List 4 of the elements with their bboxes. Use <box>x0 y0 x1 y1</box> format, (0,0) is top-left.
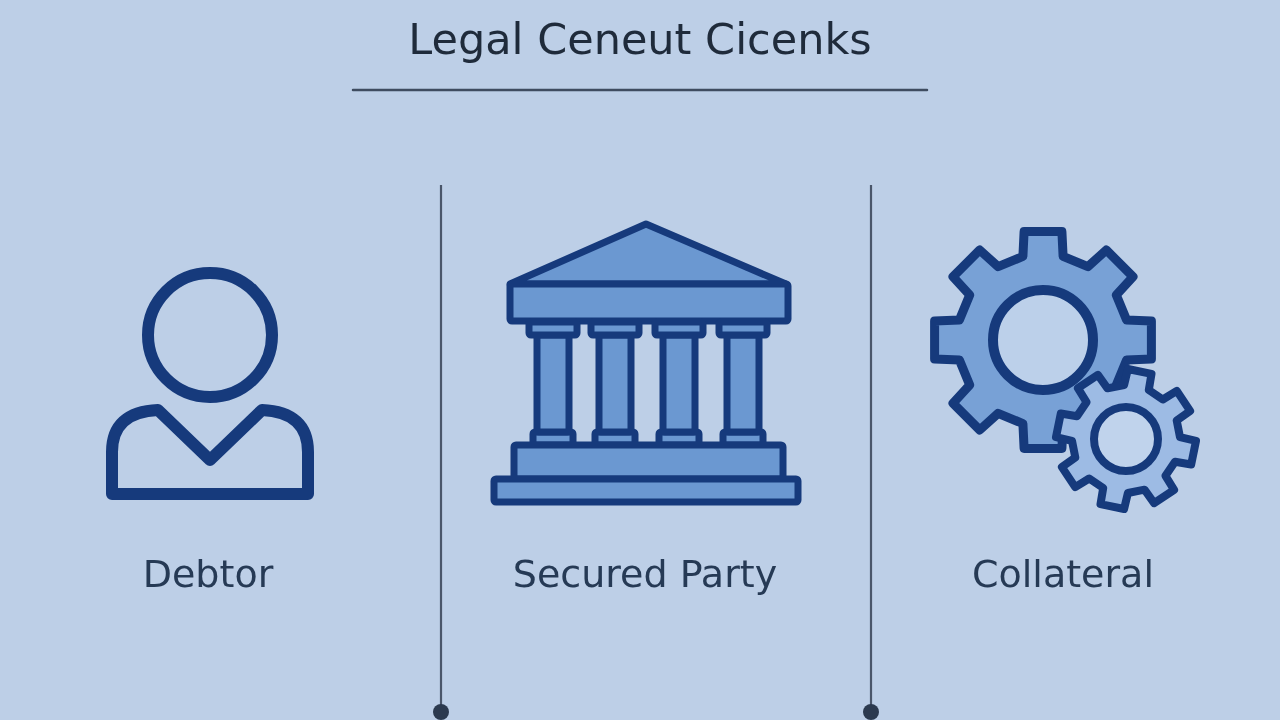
role-label: Debtor <box>142 552 274 596</box>
role-label: Secured Party <box>512 552 778 596</box>
role-label: Collateral <box>972 552 1154 596</box>
title: Legal Ceneut Cicenks <box>408 14 872 64</box>
